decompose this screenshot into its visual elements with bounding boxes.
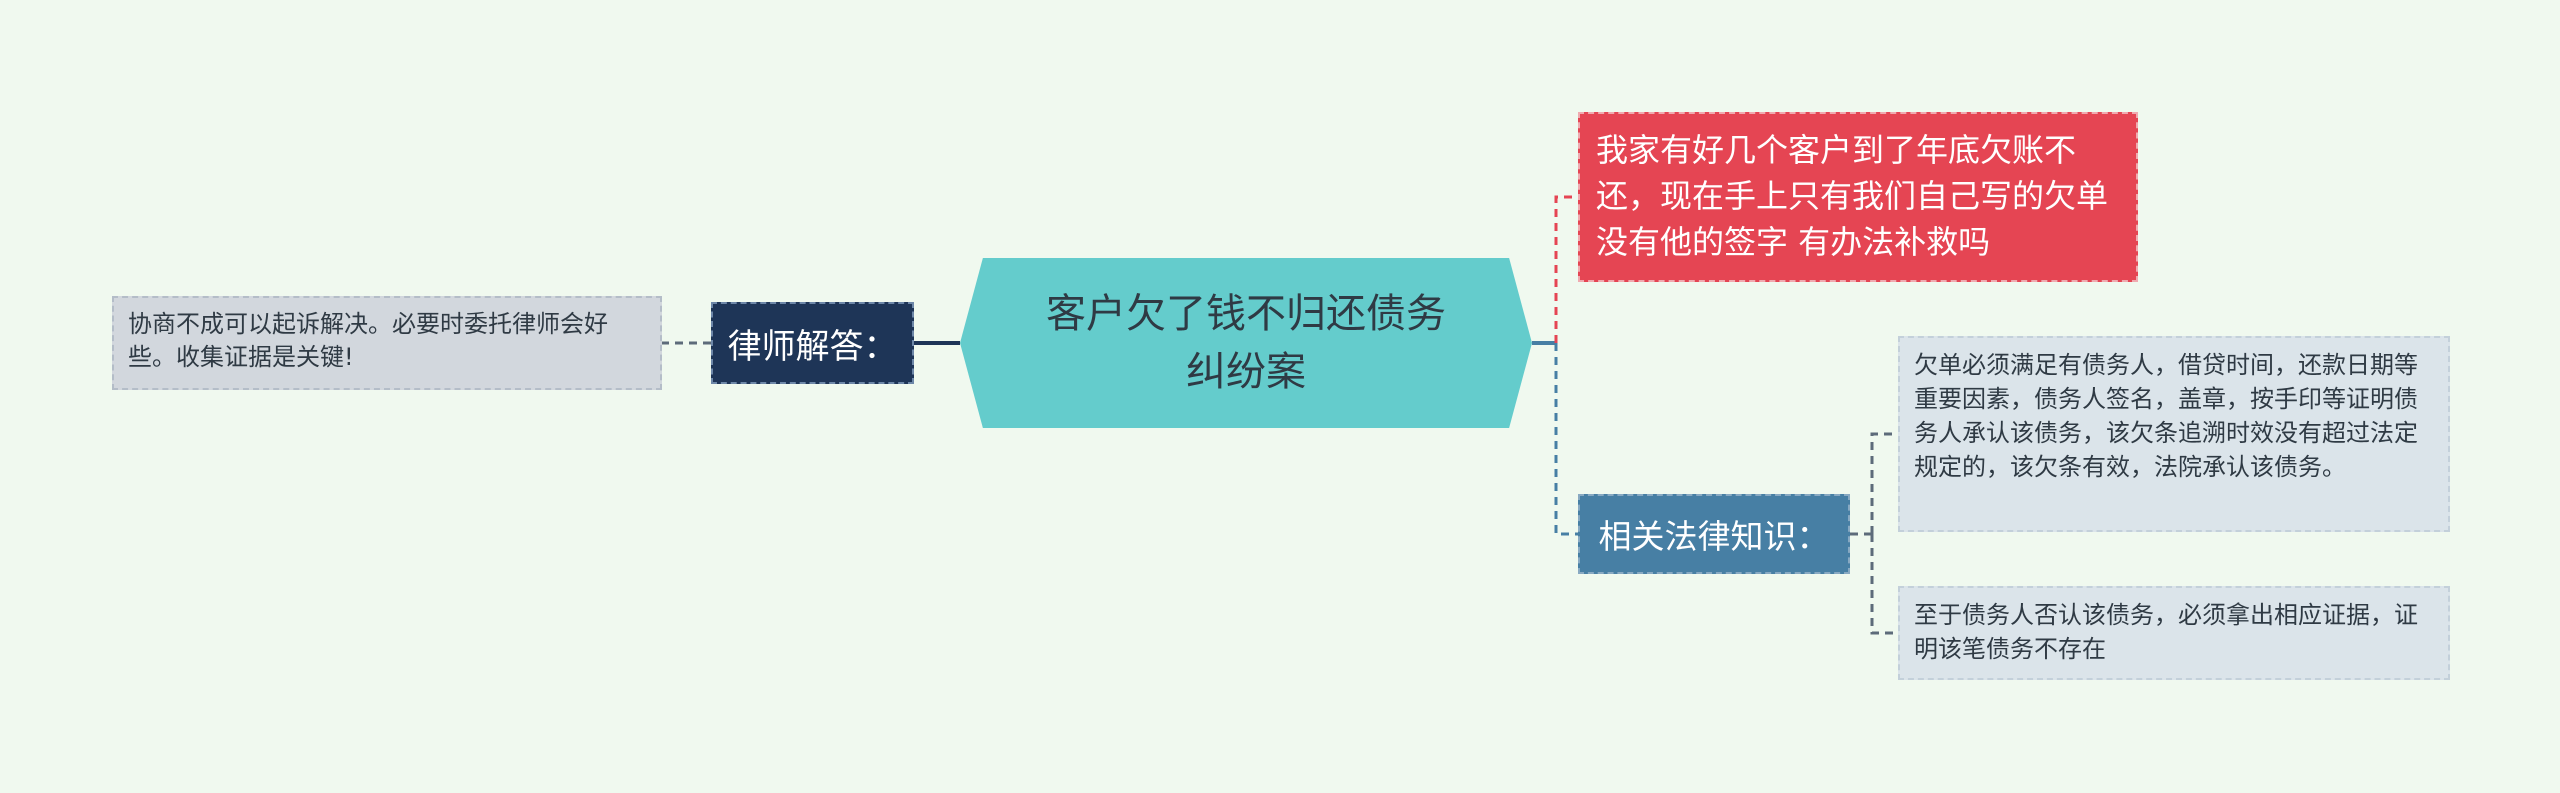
- central-topic-text: 客户欠了钱不归还债务纠纷案: [1046, 291, 1446, 395]
- related-law-label-text: 相关法律知识：: [1598, 517, 1830, 556]
- connector-to-leaf-2: [1870, 534, 1898, 635]
- lawyer-answer-label-text: 律师解答：: [727, 326, 898, 367]
- related-law-item-2: 至于债务人否认该债务，必须拿出相应证据，证明该笔债务不存在: [1898, 586, 2450, 680]
- lawyer-answer-detail: 协商不成可以起诉解决。必要时委托律师会好些。收集证据是关键!: [112, 296, 662, 390]
- connector-to-question: [1554, 195, 1578, 343]
- question-text: 我家有好几个客户到了年底欠账不还，现在手上只有我们自己写的欠单 没有他的签字 有…: [1596, 131, 2109, 261]
- connector-to-related-law: [1554, 343, 1578, 536]
- question-node: 我家有好几个客户到了年底欠账不还，现在手上只有我们自己写的欠单 没有他的签字 有…: [1578, 112, 2138, 282]
- related-law-label: 相关法律知识：: [1578, 494, 1850, 574]
- connector-to-leaf-1: [1870, 432, 1898, 534]
- central-topic: 客户欠了钱不归还债务纠纷案: [960, 258, 1532, 428]
- related-law-item-1-text: 欠单必须满足有债务人，借贷时间，还款日期等重要因素，债务人签名，盖章，按手印等证…: [1914, 351, 2418, 481]
- lawyer-answer-label: 律师解答：: [711, 302, 914, 384]
- related-law-item-1: 欠单必须满足有债务人，借贷时间，还款日期等重要因素，债务人签名，盖章，按手印等证…: [1898, 336, 2450, 532]
- lawyer-answer-detail-text: 协商不成可以起诉解决。必要时委托律师会好些。收集证据是关键!: [128, 310, 608, 371]
- related-law-item-2-text: 至于债务人否认该债务，必须拿出相应证据，证明该笔债务不存在: [1914, 601, 2418, 663]
